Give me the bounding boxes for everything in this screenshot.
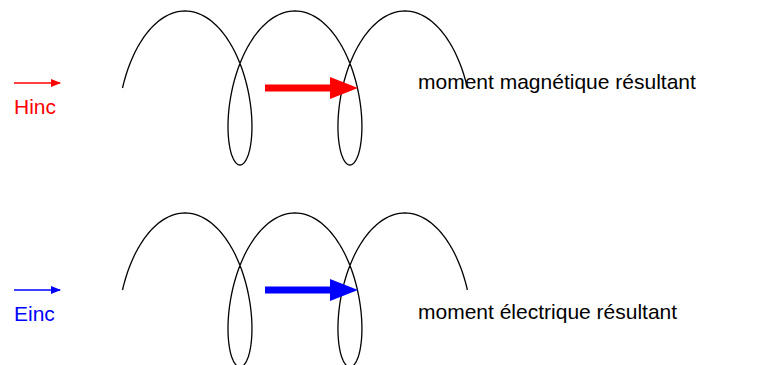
moment-arrowhead	[330, 279, 358, 301]
field-arrow	[14, 82, 60, 84]
moment-label: moment électrique résultant	[418, 300, 677, 323]
moment-arrow	[265, 85, 332, 92]
moment-arrowhead	[330, 77, 358, 99]
field-label: Hinc	[14, 95, 56, 118]
field-arrow	[14, 289, 60, 291]
moment-arrow	[265, 287, 332, 294]
helix	[123, 213, 468, 365]
helix	[123, 11, 468, 165]
field-label: Einc	[14, 302, 55, 325]
moment-label: moment magnétique résultant	[418, 70, 696, 93]
